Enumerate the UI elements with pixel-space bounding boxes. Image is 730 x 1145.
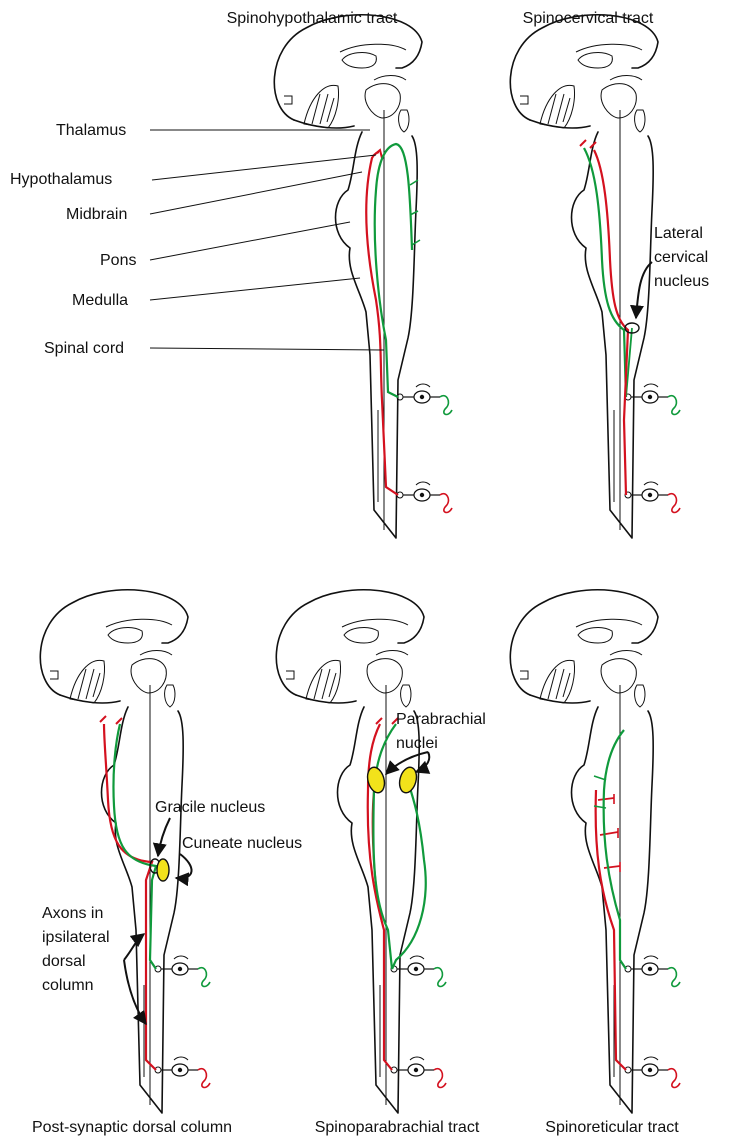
label-gracile: Gracile nucleus [155, 799, 265, 816]
neuraxis-outline [510, 590, 658, 1113]
green-periphery [198, 968, 210, 987]
label-midbrain: Midbrain [66, 206, 127, 223]
green-periphery [668, 968, 680, 987]
label-axons-2: ipsilateral [42, 929, 110, 946]
drg-neuron-lower [625, 1057, 668, 1076]
panel-spinocervical: Lateral cervical nucleus [510, 15, 709, 538]
leader-midbrain [150, 172, 362, 214]
label-axons-1: Axons in [42, 905, 103, 922]
label-lateral-cervical-1: Lateral [654, 225, 703, 242]
drg-neuron-upper [625, 956, 668, 975]
label-lateral-cervical-2: cervical [654, 249, 708, 266]
neuraxis-outline [510, 15, 658, 538]
panel-spinohypothalamic [274, 15, 452, 538]
panel-title-spinocervical: Spinocervical tract [523, 10, 654, 27]
red-terminal [374, 150, 382, 158]
panel-psdc: Gracile nucleus Cuneate nucleus Axons in… [40, 590, 302, 1113]
drg-neuron-upper [397, 384, 440, 403]
green-periphery [668, 396, 680, 415]
tract-terminals [100, 716, 122, 724]
green-contralateral [392, 782, 426, 969]
drg-neuron-lower [155, 1057, 198, 1076]
cuneate-nucleus [157, 859, 169, 881]
parabrachial-nucleus-right [397, 765, 419, 794]
label-parabrachial-1: Parabrachial [396, 711, 486, 728]
drg-neuron-upper [625, 384, 668, 403]
label-axons-4: column [42, 977, 94, 994]
arrow-axons-lower [124, 960, 146, 1024]
arrow-gracile [158, 818, 170, 856]
drg-neuron-lower [397, 482, 440, 501]
neuraxis-outline [40, 590, 188, 1113]
label-lateral-cervical-3: nucleus [654, 273, 709, 290]
label-cuneate: Cuneate nucleus [182, 835, 302, 852]
green-periphery [440, 396, 452, 415]
red-periphery [198, 1069, 210, 1088]
red-periphery [668, 1069, 680, 1088]
red-branches [598, 798, 620, 868]
green-periphery [434, 968, 446, 987]
drg-neuron-lower [391, 1057, 434, 1076]
red-tract [594, 150, 628, 495]
leader-medulla [150, 278, 360, 300]
panel-spinoparabrachial: Parabrachial nuclei [276, 590, 486, 1113]
label-thalamus: Thalamus [56, 122, 126, 139]
red-tract [596, 790, 626, 1070]
label-axons-3: dorsal [42, 953, 86, 970]
panel-title-spinoparabrachial: Spinoparabrachial tract [315, 1119, 480, 1136]
red-periphery [668, 494, 680, 513]
red-tract [104, 724, 156, 1070]
neuraxis-outline [274, 15, 422, 538]
drg-neuron-upper [155, 956, 198, 975]
drg-neuron-lower [625, 482, 668, 501]
label-pons: Pons [100, 252, 136, 269]
panel-title-spinoreticular: Spinoreticular tract [545, 1119, 679, 1136]
panel-title-psdc: Post-synaptic dorsal column [32, 1119, 232, 1136]
label-spinal-cord: Spinal cord [44, 340, 124, 357]
label-hypothalamus: Hypothalamus [10, 171, 112, 188]
label-parabrachial-2: nuclei [396, 735, 438, 752]
label-medulla: Medulla [72, 292, 128, 309]
red-periphery [440, 494, 452, 513]
tract-terminals [376, 718, 398, 724]
leader-pons [150, 222, 350, 260]
structure-labels: Thalamus Hypothalamus Midbrain Pons Medu… [10, 122, 384, 357]
panel-spinoreticular [510, 590, 680, 1113]
red-periphery [434, 1069, 446, 1088]
arrow-axons-upper [124, 934, 144, 960]
leader-spinal-cord [150, 348, 384, 350]
